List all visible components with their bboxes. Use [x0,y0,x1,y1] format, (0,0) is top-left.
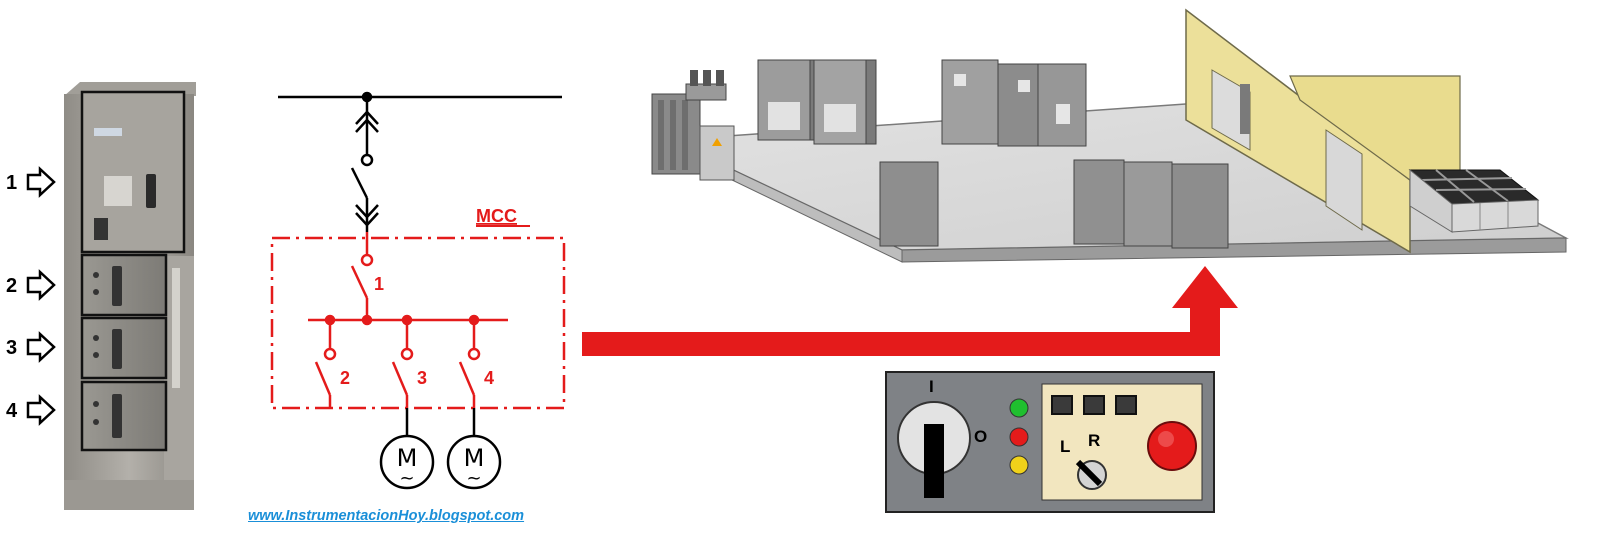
cabinet-arrow-4: 4 [6,394,56,426]
switch-label-4: 4 [484,368,494,388]
svg-text:~: ~ [399,468,414,489]
svg-text:M: M [397,444,418,472]
indicator-lamp-red [1009,427,1029,447]
switchgear-cabinets-1 [757,59,877,145]
cabinet-drawer-2 [80,253,168,317]
cabinet-drawer-3 [80,316,168,380]
svg-text:R: R [1088,431,1100,450]
svg-text:2: 2 [6,275,17,297]
source-url-link[interactable]: www.InstrumentacionHoy.blogspot.com [248,508,525,524]
switch-label-3: 3 [417,368,427,388]
svg-text:O: O [974,427,987,446]
cabinet-arrow-3: 3 [6,331,56,363]
incoming-feeder [278,91,562,232]
main-rotary-switch: I O [897,377,987,498]
motor-1: M ~ [379,434,435,490]
standalone-cabinet [879,161,939,247]
switchgear-cabinets-2 [941,59,1087,147]
cabinet-arrow-1: 1 [6,166,56,198]
meter-display-2 [1083,395,1105,415]
svg-text:4: 4 [6,400,18,422]
svg-text:M: M [464,444,485,472]
switch-label-2: 2 [340,368,350,388]
indicator-lamp-green [1009,398,1029,418]
meter-display-3 [1115,395,1137,415]
single-line-diagram: MCC [270,91,566,490]
indicator-lamp-yellow [1009,455,1029,475]
cabinet-arrow-2: 2 [6,269,56,301]
yellow-partition-wall [1185,8,1461,254]
svg-text:1: 1 [6,172,17,194]
transformer [651,70,735,181]
switch-label-1: 1 [374,274,384,294]
local-remote-selector: L R [1060,431,1107,490]
mcc-cabinet-photo [64,82,196,510]
meter-display-1 [1051,395,1073,415]
control-panel: I O L R [885,371,1215,513]
plant-floor-3d [651,8,1569,263]
mcc-internal-circuit [308,232,508,408]
motor-control-cabinets [1073,159,1229,249]
cabinet-drawer-4 [80,380,168,452]
mcc-boundary [270,236,566,410]
mcc-label: MCC [476,206,517,226]
emergency-stop-button [1147,421,1197,471]
red-connector-arrow [582,266,1238,356]
svg-text:I: I [929,377,934,396]
svg-text:L: L [1060,437,1070,456]
svg-text:~: ~ [466,468,481,489]
svg-text:3: 3 [6,337,17,359]
battery-bank [1408,168,1540,233]
motor-2: M ~ [446,434,502,490]
